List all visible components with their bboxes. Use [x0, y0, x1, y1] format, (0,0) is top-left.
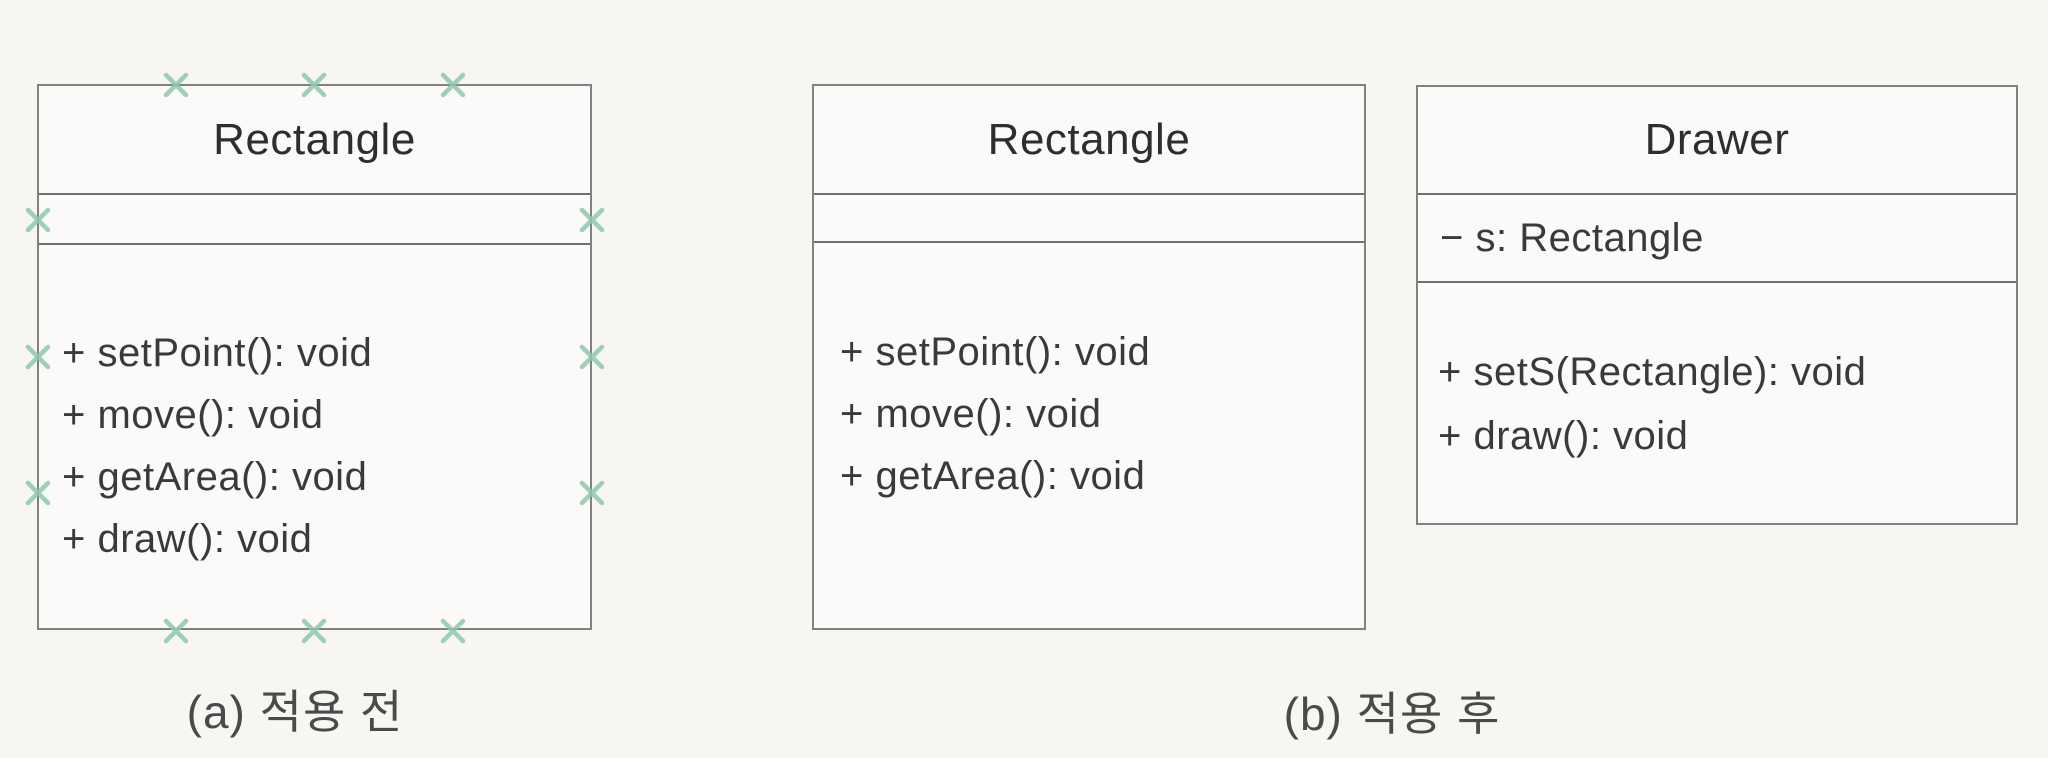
selection-handle-icon[interactable]	[24, 206, 52, 234]
selection-handle-icon[interactable]	[439, 71, 467, 99]
selection-handle-icon[interactable]	[578, 206, 606, 234]
method-item: + getArea(): void	[62, 455, 368, 499]
class-title: Rectangle	[39, 86, 590, 195]
uml-class-drawer[interactable]: Drawer − s: Rectangle + setS(Rectangle):…	[1416, 85, 2018, 525]
selection-handle-icon[interactable]	[300, 617, 328, 645]
selection-handle-icon[interactable]	[162, 71, 190, 99]
method-item: + draw(): void	[1438, 414, 1689, 458]
selection-handle-icon[interactable]	[300, 71, 328, 99]
class-attributes-compartment: − s: Rectangle	[1418, 195, 2016, 283]
selection-handle-icon[interactable]	[162, 617, 190, 645]
method-item: + setS(Rectangle): void	[1438, 350, 1867, 394]
method-item: + setPoint(): void	[840, 330, 1151, 374]
selection-handle-icon[interactable]	[24, 343, 52, 371]
uml-class-rectangle-before[interactable]: Rectangle + setPoint(): void + move(): v…	[37, 84, 592, 630]
caption-after: (b) 적용 후	[1283, 688, 1501, 740]
selection-handle-icon[interactable]	[578, 343, 606, 371]
attribute-item: − s: Rectangle	[1440, 215, 1704, 260]
class-methods-compartment: + setS(Rectangle): void + draw(): void	[1418, 283, 2016, 523]
class-methods-compartment: + setPoint(): void + move(): void + getA…	[814, 243, 1364, 628]
class-attributes-compartment-empty	[39, 195, 590, 245]
selection-handle-icon[interactable]	[439, 617, 467, 645]
method-item: + setPoint(): void	[62, 331, 373, 375]
uml-class-rectangle-after[interactable]: Rectangle + setPoint(): void + move(): v…	[812, 84, 1366, 630]
class-title: Drawer	[1418, 87, 2016, 195]
selection-handle-icon[interactable]	[578, 479, 606, 507]
method-item: + move(): void	[840, 392, 1102, 436]
selection-handle-icon[interactable]	[24, 479, 52, 507]
class-attributes-compartment-empty	[814, 195, 1364, 243]
class-title: Rectangle	[814, 86, 1364, 195]
class-methods-compartment: + setPoint(): void + move(): void + getA…	[39, 245, 590, 628]
caption-before: (a) 적용 전	[186, 686, 404, 738]
method-item: + draw(): void	[62, 517, 313, 561]
method-item: + move(): void	[62, 393, 324, 437]
method-item: + getArea(): void	[840, 454, 1146, 498]
